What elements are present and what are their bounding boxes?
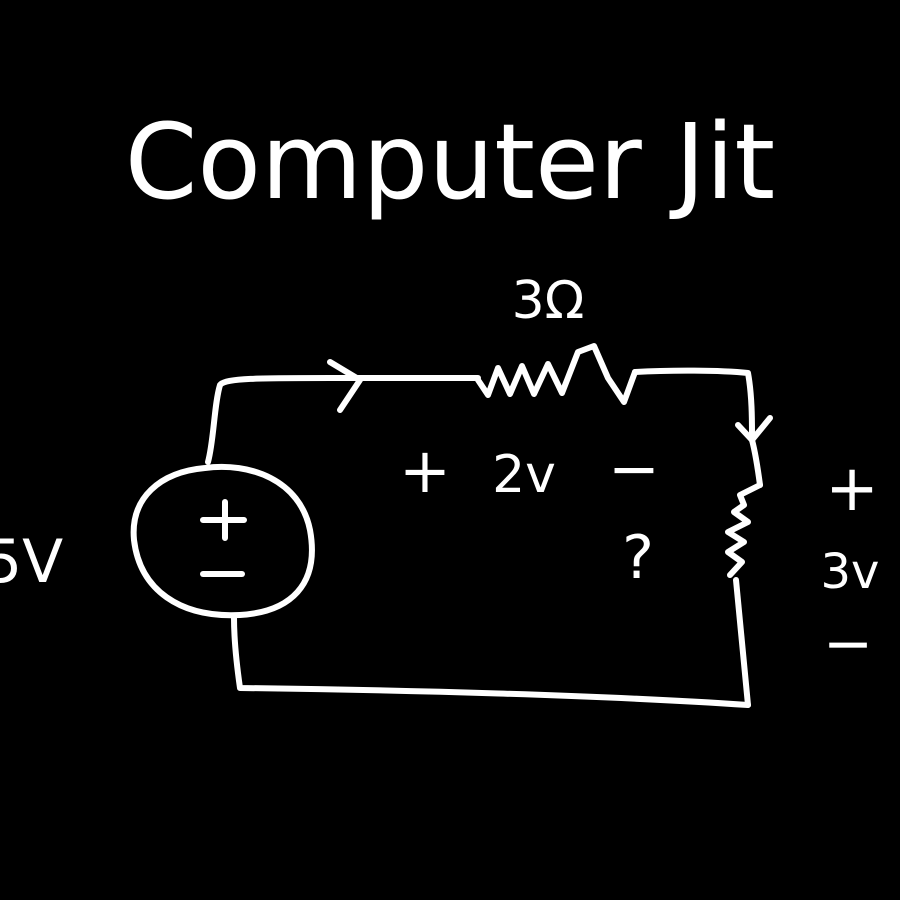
resistor-right-minus-label: − <box>823 609 873 679</box>
source-voltage-label: 5V <box>0 527 63 597</box>
source-plus-icon <box>200 499 247 541</box>
resistor-top-value-label: 3Ω <box>512 271 585 331</box>
resistor-top-minus-label: − <box>608 432 660 505</box>
resistor-top-plus-label: + <box>399 434 451 507</box>
right-wire-top <box>749 437 763 488</box>
top-wire-left <box>205 374 481 465</box>
resistor-right-unknown-label: ? <box>622 523 654 593</box>
resistor-top-voltage-label: 2v <box>492 445 556 505</box>
resistor-right-voltage-label: 3v <box>821 544 880 600</box>
voltage-source-icon <box>130 463 315 619</box>
resistor-top-symbol <box>475 343 638 405</box>
page-title: Computer Jit <box>124 101 776 223</box>
resistor-right-symbol <box>725 482 763 578</box>
current-arrow-icon <box>327 359 363 413</box>
top-wire-right <box>632 367 755 438</box>
bottom-wire <box>231 615 751 708</box>
right-wire-bottom <box>733 577 751 708</box>
resistor-right-plus-label: + <box>825 452 879 526</box>
